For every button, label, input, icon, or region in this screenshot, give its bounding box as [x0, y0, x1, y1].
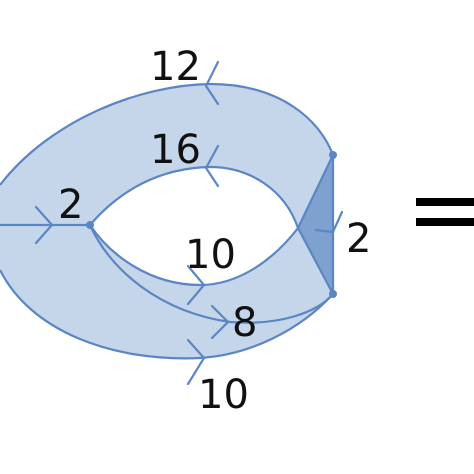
vertex-bottom-right	[329, 290, 337, 298]
label-middle-strand: 8	[232, 300, 257, 346]
middle-strand-edge	[88, 224, 334, 324]
vertex-top-right	[329, 151, 337, 159]
label-right: 2	[346, 216, 371, 262]
inner-bottom-edge	[89, 224, 299, 287]
arrow-inner-bottom	[186, 264, 206, 306]
edge-labels: 12 16 2 10 8 10 2	[58, 44, 371, 418]
equals-bottom-bar	[416, 218, 474, 226]
equals-sign: =	[416, 198, 474, 226]
arrow-outer-bottom	[186, 338, 206, 386]
label-inner-top: 16	[150, 127, 201, 173]
equals-top-bar	[416, 198, 474, 206]
ribbon-twist-fill	[298, 155, 333, 294]
label-outer-bottom: 10	[198, 372, 249, 418]
direction-arrows	[34, 60, 344, 386]
arrow-outer-top	[204, 60, 220, 106]
vertex-left	[86, 221, 94, 229]
arrow-inner-top	[204, 144, 220, 188]
arrow-left	[34, 205, 54, 245]
arrow-right	[314, 210, 344, 234]
outer-bottom-edge	[0, 269, 334, 360]
twist-edge	[297, 227, 334, 295]
outer-top-edge	[0, 82, 335, 186]
arrow-middle-strand	[210, 304, 230, 340]
ribbon-fill	[0, 84, 333, 359]
ribbon-edges	[0, 82, 335, 360]
label-inner-bottom: 10	[185, 232, 236, 278]
label-outer-top: 12	[150, 44, 201, 90]
vertices	[86, 151, 337, 298]
label-left: 2	[58, 182, 83, 228]
inner-top-edge	[89, 165, 300, 229]
twist-top-edge	[297, 154, 334, 229]
ribbon-surface	[0, 84, 333, 359]
